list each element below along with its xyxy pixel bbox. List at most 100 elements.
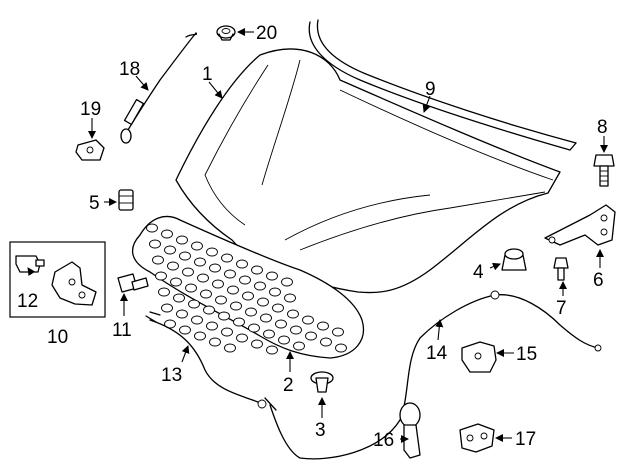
hood-insulator[interactable] [0, 0, 364, 359]
insulator-hole [242, 291, 254, 301]
insulator-hole [236, 259, 248, 269]
insulator-hole [257, 297, 269, 307]
callout-12: 12 [17, 291, 38, 312]
callout-15: 15 [516, 344, 537, 365]
insulator-hole [287, 309, 299, 319]
insulator-hole [206, 321, 218, 331]
bolt-11[interactable] [117, 273, 149, 293]
hinge-bolt[interactable] [553, 257, 569, 281]
hood-latch[interactable] [51, 261, 97, 306]
insulator-hole [221, 327, 233, 337]
callout-9: 9 [425, 79, 436, 100]
insulator-hole [224, 343, 236, 353]
callout-13: 13 [161, 365, 182, 386]
hood-hinge[interactable] [544, 204, 616, 246]
insulator-hole [275, 319, 287, 329]
callout-3: 3 [315, 420, 326, 441]
callout-18: 18 [119, 59, 140, 80]
hood-panel[interactable] [175, 48, 561, 294]
insulator-hole [221, 253, 233, 263]
insulator-hole [290, 325, 302, 335]
release-cable-main[interactable] [264, 290, 602, 460]
callout-14: 14 [426, 343, 448, 364]
callout-8: 8 [597, 117, 608, 138]
insulator-hole [248, 323, 260, 333]
hood-bumper-stop[interactable] [501, 248, 527, 271]
insulator-hole [266, 271, 278, 281]
callout-7: 7 [556, 298, 567, 319]
callout-2: 2 [283, 375, 294, 396]
hood-seal[interactable] [308, 19, 577, 151]
insulator-hole [239, 275, 251, 285]
insulator-hole [173, 293, 185, 303]
callout-10: 10 [47, 327, 68, 348]
insulator-hole [335, 343, 347, 353]
insulator-hole [215, 295, 227, 305]
insulator-hole [212, 279, 224, 289]
insulator-hole [317, 321, 329, 331]
release-handle[interactable] [399, 402, 421, 459]
insulator-hole [320, 337, 332, 347]
insulator-hole [176, 235, 188, 245]
insulator-hole [266, 345, 278, 355]
insulator-hole [167, 261, 179, 271]
insulator-hole [305, 331, 317, 341]
callout-1: 1 [202, 64, 213, 85]
insulator-hole [182, 267, 194, 277]
insulator-hole [176, 309, 188, 319]
insulator-hole [230, 301, 242, 311]
insulator-hole [251, 339, 263, 349]
callout-5: 5 [89, 193, 100, 214]
insulator-hole [209, 337, 221, 347]
insulator-hole [302, 315, 314, 325]
insulator-hole [245, 307, 257, 317]
insulator-hole [179, 251, 191, 261]
release-cable-upper[interactable] [145, 311, 267, 409]
insulator-hole [227, 285, 239, 295]
insulator-hole [251, 265, 263, 275]
insulator-hole [191, 315, 203, 325]
leader-lines [27, 28, 608, 443]
grommet[interactable] [216, 25, 236, 41]
insulator-hole [278, 335, 290, 345]
handle-bracket[interactable] [459, 423, 495, 453]
retainer-clip[interactable] [310, 371, 334, 393]
insulator-hole [272, 303, 284, 313]
insulator-hole [194, 257, 206, 267]
cable-bracket[interactable] [461, 341, 497, 373]
callout-11: 11 [112, 320, 132, 341]
insulator-hole [194, 331, 206, 341]
insulator-hole [161, 229, 173, 239]
insulator-hole [197, 273, 209, 283]
callout-4: 4 [473, 262, 484, 283]
insulator-hole [191, 241, 203, 251]
insulator-hole [224, 269, 236, 279]
insulator-hole [185, 283, 197, 293]
insulator-hole [332, 327, 344, 337]
insulator-hole [158, 287, 170, 297]
insulator-hole [164, 245, 176, 255]
insulator-hole [254, 281, 266, 291]
insulator-hole [170, 277, 182, 287]
insulator-hole [233, 317, 245, 327]
insulator-hole [218, 311, 230, 321]
insulator-hole [269, 287, 281, 297]
insulator-hole [203, 305, 215, 315]
insulator-hole [188, 299, 200, 309]
callout-labels: 1 2 3 4 5 6 7 8 9 10 11 12 13 14 15 16 1… [17, 23, 608, 451]
insulator-hole [155, 271, 167, 281]
insulator-hole [161, 303, 173, 313]
insulator-hole [149, 239, 161, 249]
bumper-5[interactable] [118, 189, 134, 211]
callout-6: 6 [593, 270, 604, 291]
insulator-hole [152, 255, 164, 265]
callout-17: 17 [515, 429, 536, 450]
callout-16: 16 [373, 430, 394, 451]
insulator-hole [260, 313, 272, 323]
prop-rod-clip[interactable] [75, 139, 105, 161]
insulator-hole [200, 289, 212, 299]
hood-prop-rod[interactable] [120, 32, 198, 144]
bolt-8[interactable] [593, 154, 615, 187]
latch-switch[interactable] [15, 255, 45, 273]
